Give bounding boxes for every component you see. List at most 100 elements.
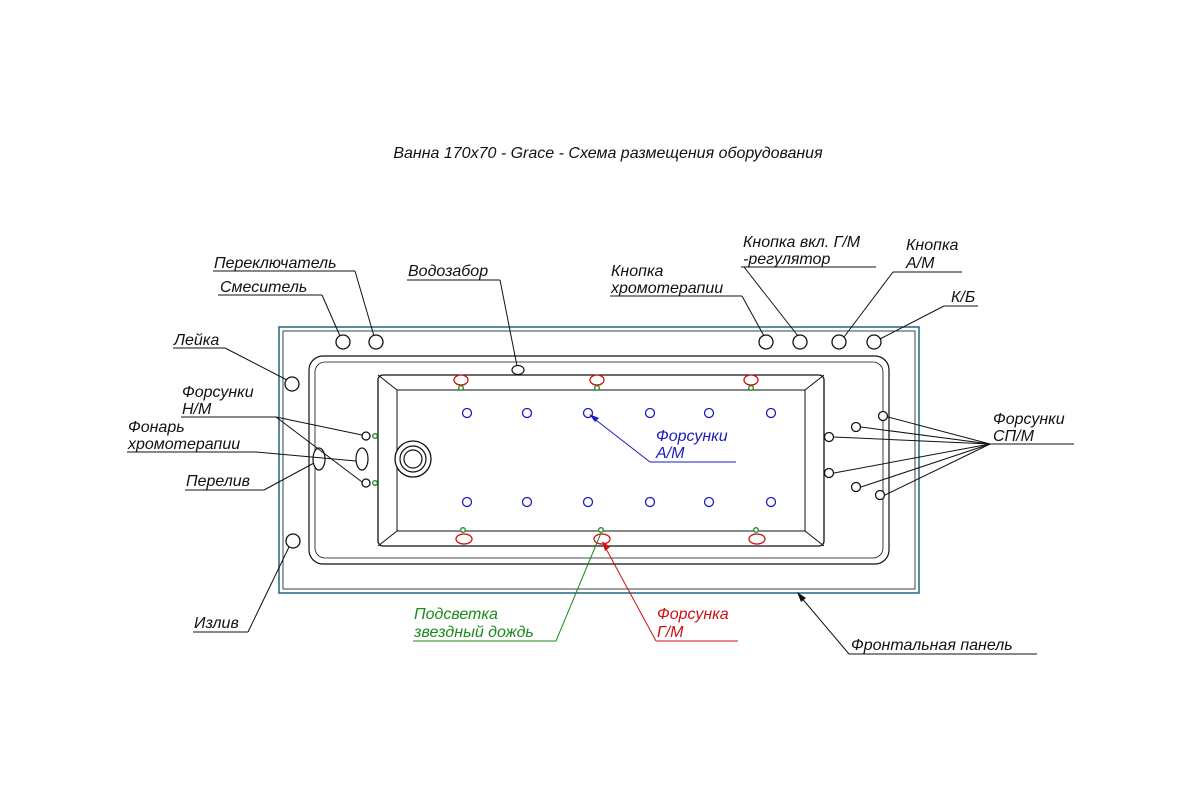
hydromassage-jet — [589, 374, 605, 386]
aeromassage-button-hole — [831, 334, 847, 350]
hydromassage-jet — [455, 533, 473, 545]
label-hydromassage-button-1: Кнопка вкл. Г/М — [743, 234, 861, 251]
starlight-lights — [458, 385, 759, 533]
back-jet — [874, 489, 886, 501]
back-jet — [823, 431, 835, 443]
label-switch: Переключатель — [214, 255, 337, 272]
aeromassage-jet — [521, 407, 533, 419]
chromotherapy-button-hole — [758, 334, 774, 350]
starlight-dot — [594, 385, 600, 391]
callout-water-intake: Водозабор — [407, 263, 518, 367]
label-starlight-2: звездный дождь — [413, 624, 534, 641]
label-back-jets-2: СП/М — [993, 428, 1035, 445]
back-jet — [850, 481, 862, 493]
aeromassage-jets — [461, 407, 777, 508]
label-mixer: Смеситель — [220, 279, 307, 296]
front-panel-outline — [278, 326, 920, 594]
aeromassage-jet — [461, 496, 473, 508]
label-front-panel: Фронтальная панель — [851, 637, 1013, 654]
callout-starlight: Подсветка звездный дождь — [413, 532, 602, 642]
aeromassage-jet — [521, 496, 533, 508]
callout-chromotherapy-button: Кнопка хромотерапии — [610, 263, 765, 337]
callout-hydromassage-button: Кнопка вкл. Г/М -регулятор — [741, 234, 876, 337]
hydromassage-jet — [748, 533, 766, 545]
starlight-dot — [598, 527, 604, 533]
label-chromotherapy-button-2: хромотерапии — [610, 280, 723, 297]
drain-inner — [403, 449, 423, 469]
hydromassage-jet — [593, 533, 611, 545]
label-chromotherapy-button-1: Кнопка — [611, 263, 663, 280]
hydromassage-jets — [453, 374, 766, 545]
label-hand-shower: Лейка — [173, 332, 219, 349]
label-compressor-button: К/Б — [951, 289, 975, 306]
back-jet — [877, 410, 889, 422]
aeromassage-jet — [765, 496, 777, 508]
callout-back-jets: Форсунки СП/М — [833, 411, 1074, 496]
callout-front-panel: Фронтальная панель — [797, 592, 1037, 655]
callout-mixer: Смеситель — [218, 279, 341, 337]
aeromassage-jet — [703, 496, 715, 508]
tub-bowl-outline — [377, 374, 825, 547]
corner-line-bl — [377, 530, 398, 547]
switch-hole — [368, 334, 384, 350]
starlight-dot — [372, 480, 378, 486]
label-chromotherapy-lamp-2: хромотерапии — [127, 436, 240, 453]
callout-switch: Переключатель — [213, 255, 375, 337]
callout-hydromassage-jet: Форсунка Г/М — [602, 541, 738, 642]
chromotherapy-lamp — [355, 447, 369, 471]
overflow-hole — [312, 447, 326, 471]
tub-bottom-outline — [396, 389, 806, 532]
corner-line-tl — [377, 374, 398, 391]
starlight-dot — [460, 527, 466, 533]
label-overflow: Перелив — [186, 473, 250, 490]
label-spout: Излив — [194, 615, 239, 632]
label-starlight-1: Подсветка — [414, 606, 498, 623]
corner-line-tr — [804, 374, 825, 391]
callout-chromotherapy-lamp: Фонарь хромотерапии — [127, 419, 357, 462]
aeromassage-jet — [644, 496, 656, 508]
hand-shower-hole — [284, 376, 300, 392]
foot-jet — [361, 478, 371, 488]
mixer-hole — [335, 334, 351, 350]
label-chromotherapy-lamp-1: Фонарь — [128, 419, 185, 436]
label-aeromassage-jets-1: Форсунки — [656, 428, 728, 445]
label-foot-jets-1: Форсунки — [182, 384, 254, 401]
back-jet — [823, 467, 835, 479]
callout-aeromassage-button: Кнопка А/М — [843, 237, 962, 338]
compressor-button-hole — [866, 334, 882, 350]
label-hydromassage-jet-1: Форсунка — [657, 606, 729, 623]
aeromassage-jet — [582, 496, 594, 508]
label-back-jets-1: Форсунки — [993, 411, 1065, 428]
label-aeromassage-jets-2: А/М — [655, 445, 685, 462]
corner-line-br — [804, 530, 825, 547]
label-hydromassage-jet-2: Г/М — [657, 624, 684, 641]
aeromassage-jet — [765, 407, 777, 419]
callout-overflow: Перелив — [185, 462, 315, 491]
label-aeromassage-button-1: Кнопка — [906, 237, 958, 254]
label-foot-jets-2: Н/М — [182, 401, 212, 418]
tub-inner-rim — [308, 355, 890, 565]
callout-foot-jets: Форсунки Н/М — [181, 384, 363, 483]
aeromassage-jet — [703, 407, 715, 419]
starlight-dot — [753, 527, 759, 533]
back-jet — [850, 421, 862, 433]
callout-hand-shower: Лейка — [173, 332, 288, 381]
foot-jet — [361, 431, 371, 441]
tub-rim-outline — [282, 330, 916, 590]
callout-aeromassage-jets: Форсунки А/М — [589, 414, 736, 463]
starlight-dot — [458, 385, 464, 391]
callout-compressor-button: К/Б — [879, 289, 978, 340]
label-water-intake: Водозабор — [408, 263, 488, 280]
diagram-title: Ванна 170x70 - Grace - Схема размещения … — [393, 145, 823, 162]
starlight-dot — [372, 433, 378, 439]
hydromassage-button-hole — [792, 334, 808, 350]
label-aeromassage-button-2: А/М — [905, 255, 935, 272]
aeromassage-jet — [461, 407, 473, 419]
aeromassage-jet — [644, 407, 656, 419]
starlight-dot — [748, 385, 754, 391]
spout-hole — [285, 533, 301, 549]
hydromassage-jet — [743, 374, 759, 386]
callout-spout: Излив — [193, 546, 290, 633]
label-hydromassage-button-2: -регулятор — [743, 251, 830, 268]
